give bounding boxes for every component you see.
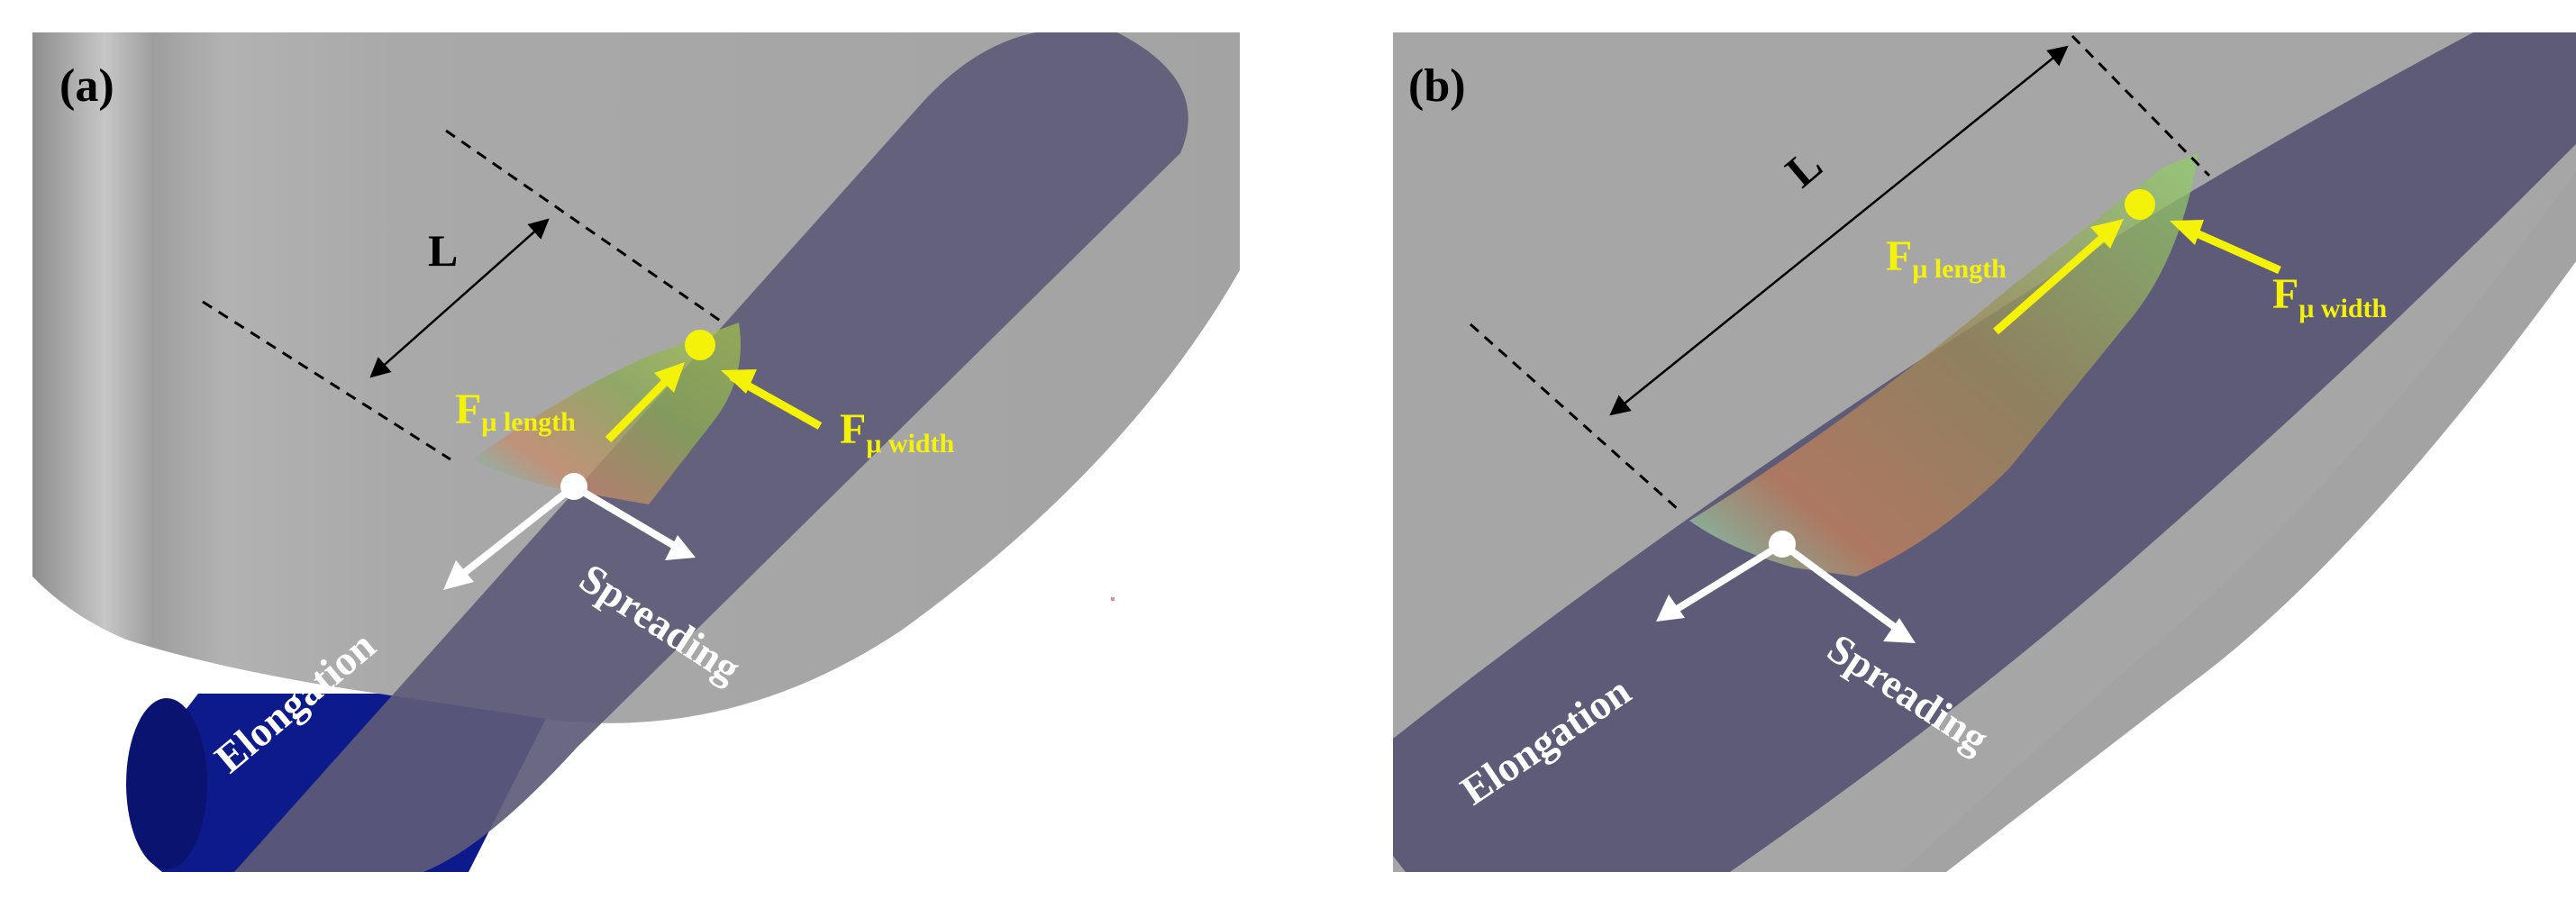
panel-b-label: (b) — [1408, 60, 1466, 112]
panel-b-force-point — [2125, 189, 2155, 220]
panel-a-f-width-label: Fμ width — [840, 405, 955, 459]
panel-a-elongation-arrowhead — [443, 560, 474, 590]
panel-a-label: (a) — [59, 60, 114, 112]
panel-b-spreading-arrowhead — [1883, 618, 1916, 643]
panel-a-blue-cylinder-end — [126, 698, 207, 869]
panel-a-length-arrow — [369, 218, 550, 378]
panel-a-force-point — [685, 330, 715, 360]
panel-a-spreading-arrow — [571, 483, 680, 551]
panel-a-width-force-arrowhead — [721, 369, 757, 394]
panel-b-elongation-arrowhead — [1656, 595, 1685, 622]
panel-a-length-force-arrowhead — [654, 362, 685, 393]
panel-b-elongation-arrow — [1671, 540, 1785, 614]
panel-b-f-width-label: Fμ width — [2272, 270, 2388, 323]
panel-b-outer-white — [1946, 261, 2576, 872]
panel-a: L Fμ length Fμ width Elongation Spreadin… — [32, 32, 1240, 872]
panel-b-dim-line-top — [2071, 34, 2211, 177]
panel-a-elongation-arrow — [457, 483, 577, 580]
panel-a-f-length-label: Fμ length — [455, 386, 576, 437]
panel-b-length-arrow — [1609, 45, 2069, 416]
panel-b-width-force-arrowhead — [2170, 220, 2204, 245]
panel-b-dim-line-bottom — [1470, 322, 1679, 511]
panel-a-spreading-arrowhead — [665, 535, 696, 560]
panel-b-spreading-arrow — [1780, 540, 1902, 634]
panel-b: L Fμ length Fμ width Elongation Spreadin… — [1393, 32, 2576, 872]
panel-b-length-force-arrowhead — [2090, 219, 2124, 249]
panel-b-length-force-arrow — [1993, 223, 2117, 335]
panel-a-strip — [234, 32, 1188, 872]
panel-b-f-length-label: Fμ length — [1886, 232, 2007, 284]
stray-dot — [1111, 597, 1115, 601]
panel-a-length-label: L — [428, 225, 458, 276]
